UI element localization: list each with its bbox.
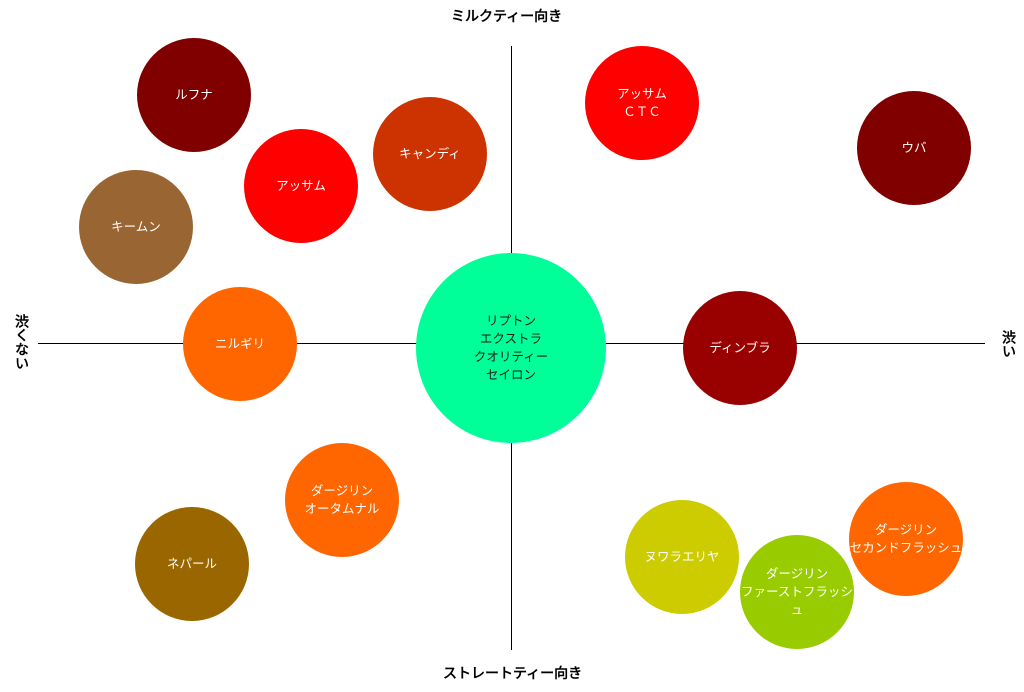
axis-label-top: ミルクティー向き (451, 9, 563, 25)
tea-bubble: キームン (79, 170, 193, 284)
tea-bubble: アッサム (244, 129, 358, 243)
tea-bubble: ウバ (857, 91, 971, 205)
tea-bubble: ダージリン ファーストフラッシュ (740, 535, 854, 649)
tea-bubble: ダージリン セカンドフラッシュ (849, 482, 963, 596)
tea-bubble: ディンブラ (683, 291, 797, 405)
tea-bubble: キャンディ (373, 97, 487, 211)
tea-bubble: ネパール (135, 507, 249, 621)
tea-bubble: ダージリン オータムナル (285, 443, 399, 557)
axis-label-bottom: ストレートティー向き (443, 666, 583, 682)
axis-label-right: 渋い (1000, 330, 1016, 358)
axis-label-left: 渋くない (13, 314, 29, 370)
tea-bubble: リプトン エクストラ クオリティー セイロン (416, 253, 606, 443)
tea-bubble: ルフナ (137, 38, 251, 152)
tea-bubble: アッサム ＣＴＣ (585, 46, 699, 160)
tea-bubble: ニルギリ (183, 287, 297, 401)
tea-bubble: ヌワラエリヤ (625, 500, 739, 614)
